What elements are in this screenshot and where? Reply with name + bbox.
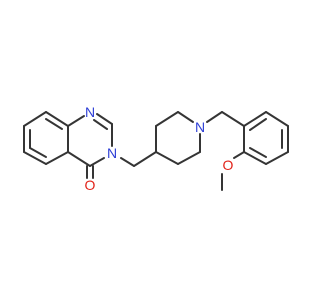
oxygen-label: O: [223, 157, 234, 173]
oxygen-label: O: [85, 177, 96, 193]
piperidine-ring: [155, 111, 201, 165]
structure-diagram: N N N O O: [23, 104, 289, 193]
quinazolinone-pyrimidine-ring: [67, 113, 113, 179]
nitrogen-label: N: [195, 119, 205, 135]
quinazolinone-benzene-ring: [23, 111, 69, 165]
methylene-linker: [120, 151, 157, 167]
methoxy-group: [221, 151, 245, 191]
benzyl-linker: [206, 111, 245, 127]
atom-label-n3: N: [107, 145, 117, 161]
nitrogen-label: N: [85, 104, 95, 120]
methoxyphenyl-ring: [243, 111, 289, 165]
atom-label-o-methoxy: O: [223, 157, 234, 173]
atom-label-n1: N: [85, 104, 95, 120]
atom-label-n-piperidine: N: [195, 119, 205, 135]
atom-label-o-carbonyl: O: [85, 177, 96, 193]
nitrogen-label: N: [107, 145, 117, 161]
